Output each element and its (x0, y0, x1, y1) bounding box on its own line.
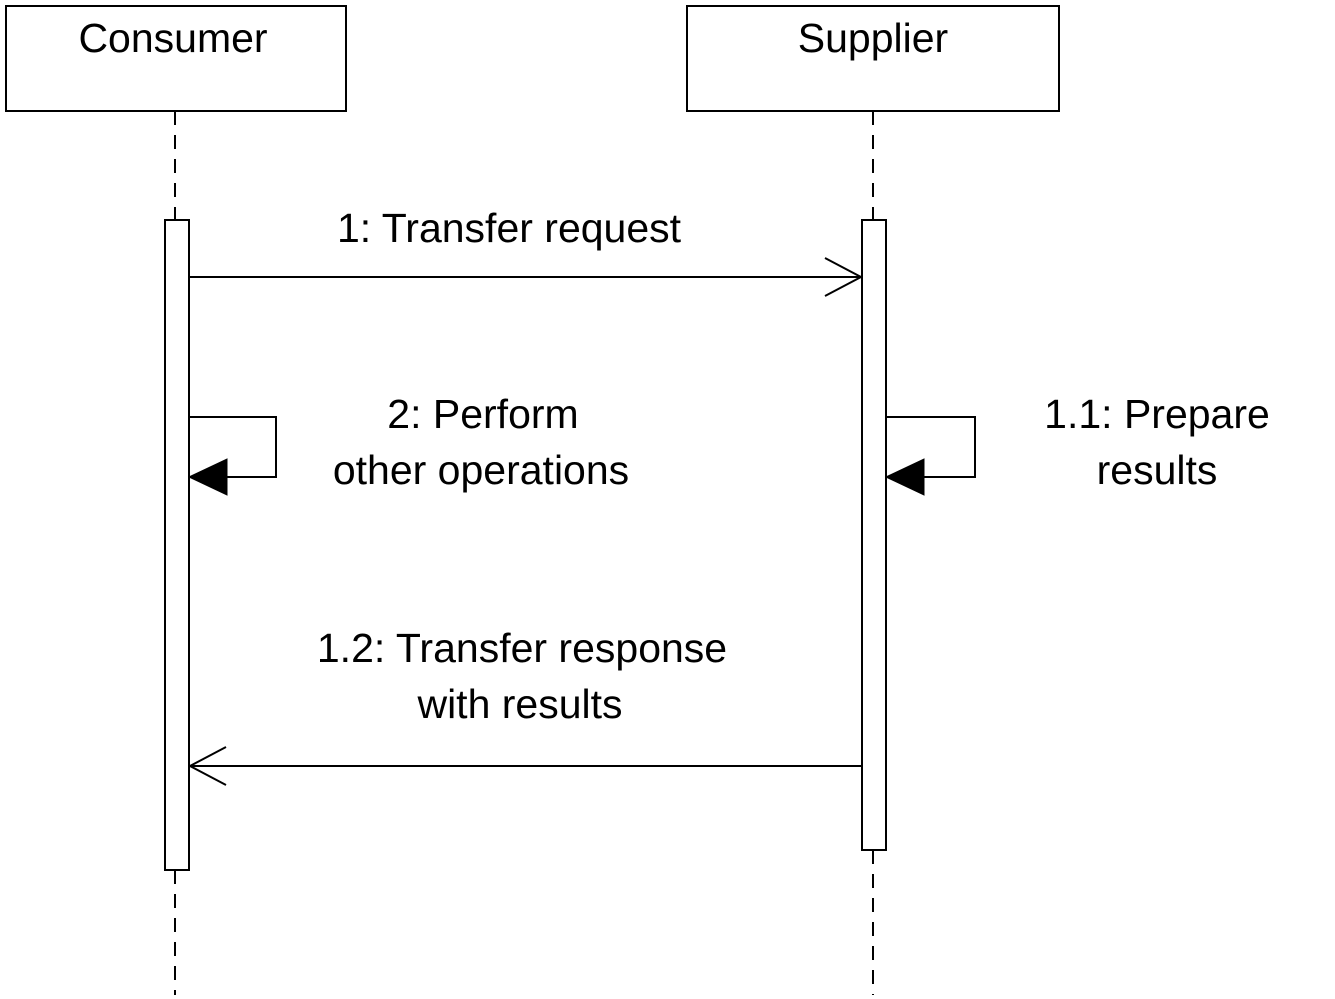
transfer-request-label: 1: Transfer request (337, 205, 682, 251)
supplier-box (686, 5, 1060, 112)
transfer-response-label-line1: 1.2: Transfer response (317, 625, 727, 671)
perform-other-label-line1: 2: Perform (387, 391, 578, 437)
participant-supplier: Supplier (686, 5, 1060, 112)
participant-consumer: Consumer (5, 5, 347, 112)
prepare-results-self-loop (886, 416, 976, 478)
message-transfer-request: 1: Transfer request (189, 205, 864, 297)
filled-arrowhead-icon (884, 458, 925, 496)
consumer-activation-bar (164, 219, 190, 871)
consumer-box (5, 5, 347, 112)
supplier-activation-bar (861, 219, 887, 851)
message-transfer-response: 1.2: Transfer response with results (187, 625, 862, 786)
prepare-results-label-line2: results (1097, 447, 1218, 493)
message-perform-other-operations: 2: Perform other operations (187, 391, 629, 496)
perform-other-label-line2: other operations (333, 447, 629, 493)
message-prepare-results: 1.1: Prepare results (884, 391, 1270, 496)
filled-arrowhead-icon (187, 458, 228, 496)
perform-other-self-loop (189, 416, 277, 478)
prepare-results-label-line1: 1.1: Prepare (1044, 391, 1270, 437)
transfer-response-label-line2: with results (416, 681, 622, 727)
open-arrowhead-icon (824, 257, 864, 297)
open-arrowhead-icon (187, 746, 227, 786)
supplier-label: Supplier (798, 15, 948, 61)
consumer-label: Consumer (78, 15, 267, 61)
